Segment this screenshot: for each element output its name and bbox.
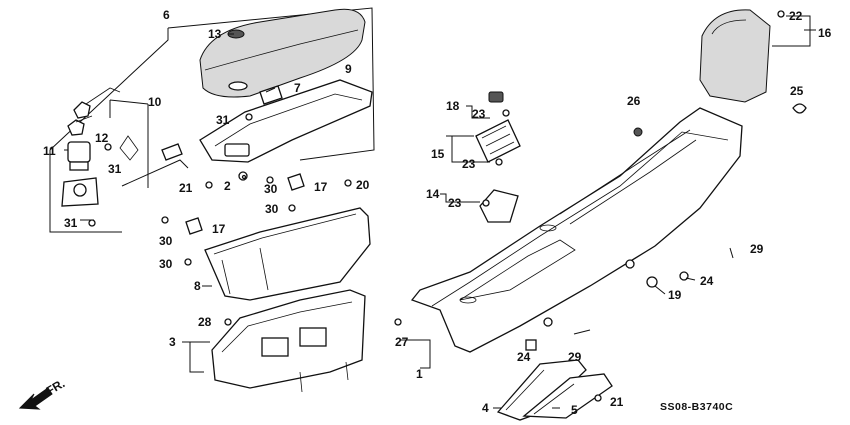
callout-7: 7 bbox=[294, 81, 301, 95]
armrest-lid-part bbox=[199, 8, 366, 98]
callout-13: 13 bbox=[208, 27, 222, 41]
callout-27: 27 bbox=[395, 335, 409, 349]
callout-18: 18 bbox=[446, 99, 460, 113]
callout-30-d: 30 bbox=[159, 257, 173, 271]
callout-21-b: 21 bbox=[610, 395, 624, 409]
callout-11: 11 bbox=[43, 144, 56, 158]
callout-31-c: 31 bbox=[64, 216, 78, 230]
diagram-code: SS08-B3740C bbox=[660, 401, 733, 413]
callout-15: 15 bbox=[431, 147, 445, 161]
console-box-part bbox=[204, 207, 371, 301]
callout-30-b: 30 bbox=[265, 202, 279, 216]
cup-holder-part bbox=[479, 189, 519, 223]
callout-14: 14 bbox=[426, 187, 440, 201]
callout-8: 8 bbox=[194, 279, 201, 293]
callout-21-a: 21 bbox=[179, 181, 193, 195]
callout-6: 6 bbox=[163, 8, 170, 22]
callout-22: 22 bbox=[789, 9, 803, 23]
callout-4: 4 bbox=[482, 401, 489, 415]
leader-lines bbox=[64, 15, 816, 409]
callout-30-c: 30 bbox=[159, 234, 173, 248]
callout-12: 12 bbox=[95, 131, 109, 145]
callout-26: 26 bbox=[627, 94, 641, 108]
assembly-group-6 bbox=[49, 7, 375, 233]
lock-cylinder-part bbox=[61, 87, 121, 207]
callout-29-a: 29 bbox=[750, 242, 764, 256]
fastener-icons-left bbox=[88, 113, 352, 326]
lower-frame-part bbox=[211, 289, 366, 393]
callout-23-b: 23 bbox=[462, 157, 476, 171]
callout-23-a: 23 bbox=[472, 107, 486, 121]
callout-19: 19 bbox=[668, 288, 682, 302]
clip-part bbox=[488, 91, 504, 103]
front-arrow-icon: FR. bbox=[18, 376, 67, 410]
callout-24-a: 24 bbox=[700, 274, 714, 288]
callout-31-b: 31 bbox=[108, 162, 122, 176]
callout-2: 2 bbox=[224, 179, 231, 193]
callout-17-a: 17 bbox=[314, 180, 328, 194]
latch-part bbox=[259, 85, 283, 105]
callout-5: 5 bbox=[571, 403, 578, 417]
callout-3: 3 bbox=[169, 335, 176, 349]
callout-23-c: 23 bbox=[448, 196, 462, 210]
callout-labels: 6 13 9 7 10 12 31 11 31 21 2 30 17 20 30… bbox=[43, 8, 832, 417]
callout-25: 25 bbox=[790, 84, 804, 98]
callout-20: 20 bbox=[356, 178, 370, 192]
callout-1: 1 bbox=[416, 367, 423, 381]
center-console-part bbox=[410, 107, 743, 353]
callout-29-b: 29 bbox=[568, 350, 582, 364]
fastener-icons-right bbox=[394, 10, 807, 402]
callout-30-a: 30 bbox=[264, 182, 278, 196]
switch-panel-part bbox=[475, 119, 521, 163]
callout-16: 16 bbox=[818, 26, 832, 40]
lock-rod-part bbox=[119, 135, 189, 187]
callout-10: 10 bbox=[148, 95, 162, 109]
rear-cover-part bbox=[699, 9, 771, 103]
callout-31-a: 31 bbox=[216, 113, 230, 127]
lid-frame-part bbox=[199, 79, 373, 163]
rail-parts bbox=[496, 359, 613, 421]
callout-28: 28 bbox=[198, 315, 212, 329]
callout-24-b: 24 bbox=[517, 350, 531, 364]
callout-9: 9 bbox=[345, 62, 352, 76]
callout-17-b: 17 bbox=[212, 222, 226, 236]
